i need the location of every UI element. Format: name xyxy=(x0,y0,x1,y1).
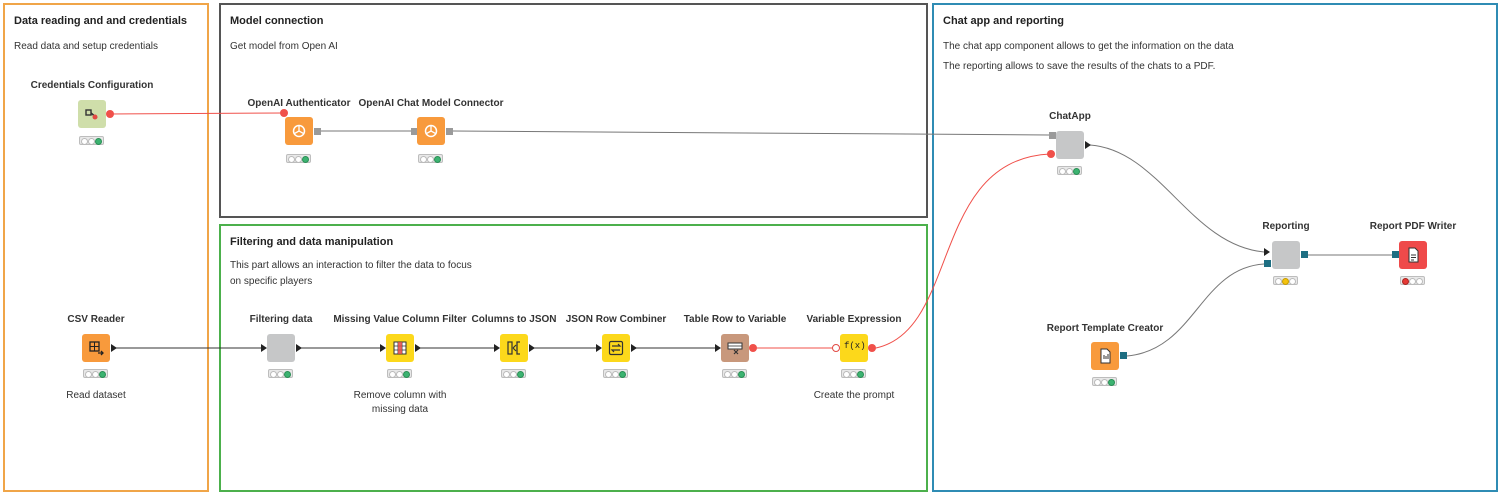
node-label: Report Template Creator xyxy=(1046,323,1164,334)
annotation-text: Read data and setup credentials xyxy=(14,41,158,52)
annotation-title: Model connection xyxy=(230,15,324,27)
node-label: JSON Row Combiner xyxy=(565,314,667,325)
json-combiner-icon xyxy=(608,340,624,356)
data-out-port[interactable] xyxy=(296,344,302,352)
node-status xyxy=(1273,276,1298,285)
data-out-port[interactable] xyxy=(415,344,421,352)
openai-icon xyxy=(424,124,438,138)
data-out-port[interactable] xyxy=(1085,141,1091,149)
node-label: Variable Expression xyxy=(806,314,902,325)
annotation-text: Get model from Open AI xyxy=(230,41,338,52)
openai-chat-model-connector-node[interactable] xyxy=(417,117,445,145)
node-label: OpenAI Chat Model Connector xyxy=(358,98,504,109)
data-in-port[interactable] xyxy=(380,344,386,352)
report-pdf-writer-node[interactable] xyxy=(1399,241,1427,269)
annotation-data-reading[interactable]: Data reading and and credentials Read da… xyxy=(3,3,209,492)
node-status xyxy=(841,369,866,378)
node-status xyxy=(83,369,108,378)
node-comment: Create the prompt xyxy=(813,390,895,401)
flow-variable-in-port[interactable] xyxy=(280,109,288,117)
report-in-port[interactable] xyxy=(1264,260,1271,267)
node-label: Reporting xyxy=(1262,221,1310,232)
row-to-variable-icon xyxy=(727,342,743,355)
expression-icon: f(x) xyxy=(844,341,866,351)
annotation-text: on specific players xyxy=(230,276,313,287)
node-label: Table Row to Variable xyxy=(683,314,787,325)
credential-out-port[interactable] xyxy=(314,128,321,135)
data-in-port[interactable] xyxy=(1264,248,1270,256)
report-template-icon xyxy=(1100,348,1111,364)
report-out-port[interactable] xyxy=(1301,251,1308,258)
node-label: CSV Reader xyxy=(67,314,125,325)
reporting-component-node[interactable] xyxy=(1272,241,1300,269)
flow-variable-in-port[interactable] xyxy=(832,344,840,352)
annotation-title: Data reading and and credentials xyxy=(14,15,187,27)
annotation-text: The reporting allows to save the results… xyxy=(943,61,1216,72)
node-status xyxy=(501,369,526,378)
data-in-port[interactable] xyxy=(494,344,500,352)
csv-reader-icon xyxy=(89,341,104,356)
node-label: Missing Value Column Filter xyxy=(333,314,467,325)
table-row-to-variable-node[interactable] xyxy=(721,334,749,362)
model-in-port[interactable] xyxy=(1049,132,1056,139)
node-status xyxy=(286,154,311,163)
chatapp-component-node[interactable] xyxy=(1056,131,1084,159)
data-in-port[interactable] xyxy=(261,344,267,352)
variable-expression-node[interactable]: f(x) xyxy=(840,334,868,362)
node-status xyxy=(268,369,293,378)
node-status xyxy=(603,369,628,378)
openai-icon xyxy=(292,124,306,138)
node-comment: Remove column with xyxy=(353,390,447,401)
model-out-port[interactable] xyxy=(446,128,453,135)
filtering-data-component-node[interactable] xyxy=(267,334,295,362)
columns-to-json-icon xyxy=(507,341,520,355)
node-label: Credentials Configuration xyxy=(30,80,154,91)
data-out-port[interactable] xyxy=(631,344,637,352)
node-comment: missing data xyxy=(371,404,429,415)
column-filter-icon xyxy=(393,341,407,355)
flow-variable-out-port[interactable] xyxy=(749,344,757,352)
node-label: OpenAI Authenticator xyxy=(247,98,351,109)
node-status xyxy=(1400,276,1425,285)
pdf-writer-icon xyxy=(1408,247,1419,263)
columns-to-json-node[interactable] xyxy=(500,334,528,362)
csv-reader-node[interactable] xyxy=(82,334,110,362)
data-in-port[interactable] xyxy=(596,344,602,352)
flow-variable-out-port[interactable] xyxy=(106,110,114,118)
flow-variable-in-port[interactable] xyxy=(1047,150,1055,158)
annotation-model-connection[interactable]: Model connection Get model from Open AI xyxy=(219,3,928,218)
annotation-text: The chat app component allows to get the… xyxy=(943,41,1234,52)
node-status xyxy=(418,154,443,163)
node-status xyxy=(1092,377,1117,386)
node-status xyxy=(722,369,747,378)
missing-value-column-filter-node[interactable] xyxy=(386,334,414,362)
report-in-port[interactable] xyxy=(1392,251,1399,258)
node-label: Columns to JSON xyxy=(471,314,557,325)
credentials-icon xyxy=(85,109,98,120)
node-label: ChatApp xyxy=(1049,111,1091,122)
report-template-creator-node[interactable] xyxy=(1091,342,1119,370)
report-out-port[interactable] xyxy=(1120,352,1127,359)
credential-in-port[interactable] xyxy=(411,128,418,135)
annotation-title: Filtering and data manipulation xyxy=(230,236,394,248)
flow-variable-out-port[interactable] xyxy=(868,344,876,352)
data-out-port[interactable] xyxy=(529,344,535,352)
data-in-port[interactable] xyxy=(715,344,721,352)
node-status xyxy=(1057,166,1082,175)
node-status xyxy=(79,136,104,145)
annotation-title: Chat app and reporting xyxy=(943,15,1064,27)
annotation-text: This part allows an interaction to filte… xyxy=(230,260,472,271)
node-status xyxy=(387,369,412,378)
openai-authenticator-node[interactable] xyxy=(285,117,313,145)
node-label: Filtering data xyxy=(249,314,313,325)
credentials-configuration-node[interactable] xyxy=(78,100,106,128)
json-row-combiner-node[interactable] xyxy=(602,334,630,362)
annotation-filtering[interactable]: Filtering and data manipulation This par… xyxy=(219,224,928,492)
node-label: Report PDF Writer xyxy=(1369,221,1457,232)
data-out-port[interactable] xyxy=(111,344,117,352)
node-comment: Read dataset xyxy=(66,390,126,401)
